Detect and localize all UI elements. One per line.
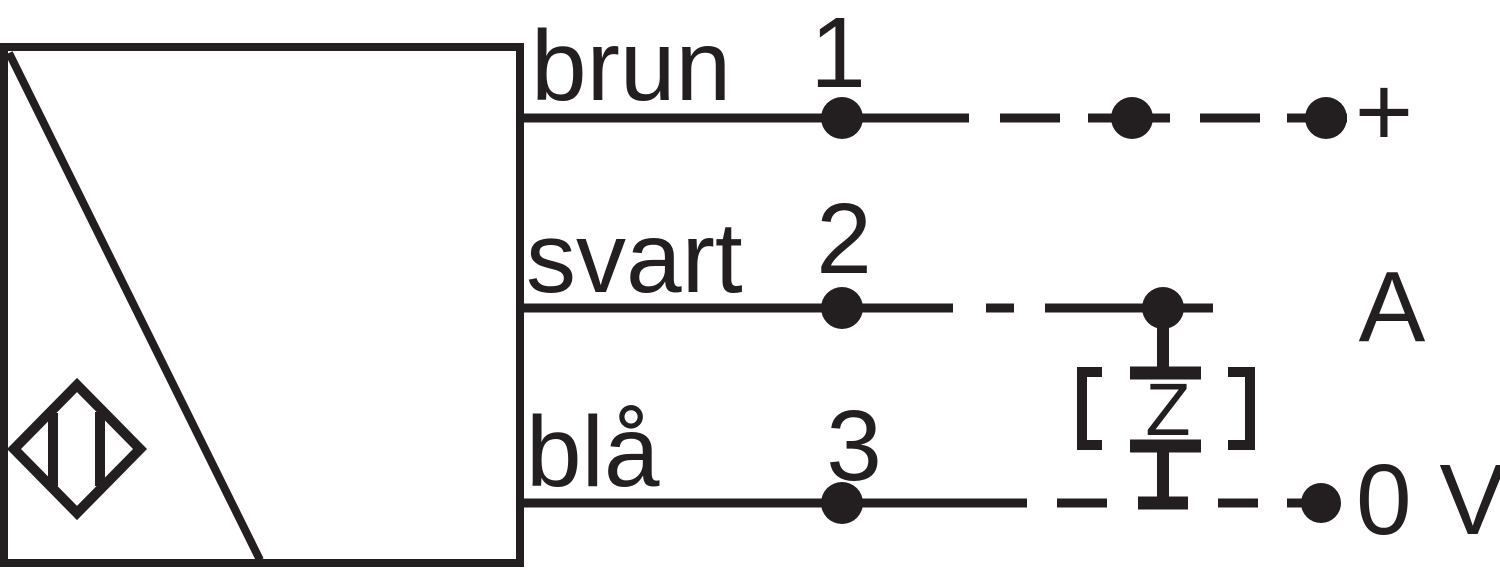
wire-3-pin-number: 3 <box>826 390 882 502</box>
wire-3-terminal-label: 0 V <box>1356 444 1500 556</box>
load-bracket-left <box>1077 367 1102 450</box>
sensor-box <box>0 43 524 567</box>
proximity-sensor-diamond-icon <box>6 377 148 521</box>
wire-3-junction-dot <box>821 482 863 524</box>
load-symbol: Z <box>1077 308 1255 510</box>
wire-2-color-label: svart <box>526 202 743 314</box>
sensor-symbol <box>0 43 524 567</box>
load-bracket-right <box>1228 367 1255 450</box>
load-label: Z <box>1145 368 1190 451</box>
wire-1-brown: brun 1 + <box>520 0 1413 168</box>
wire-3-blue: blå 3 0 V <box>520 390 1500 556</box>
wire-1-color-label: brun <box>531 10 731 122</box>
wire-2-terminal-label: A <box>1359 251 1426 363</box>
wire-3-terminal-dot <box>1301 483 1341 523</box>
wire-2-black: svart 2 A <box>520 183 1426 363</box>
wire-3-color-label: blå <box>526 396 660 508</box>
sensor-diagonal-line <box>5 51 264 562</box>
wire-2-pin-number: 2 <box>816 183 872 295</box>
wire-1-terminal-dot <box>1305 97 1347 139</box>
wire-2-junction-dot <box>821 287 863 329</box>
wire-1-terminal-label: + <box>1355 56 1413 168</box>
wire-1-junction-dot <box>821 97 863 139</box>
wire-1-pin-number: 1 <box>810 0 866 109</box>
wire-1-mid-dot <box>1111 97 1153 139</box>
